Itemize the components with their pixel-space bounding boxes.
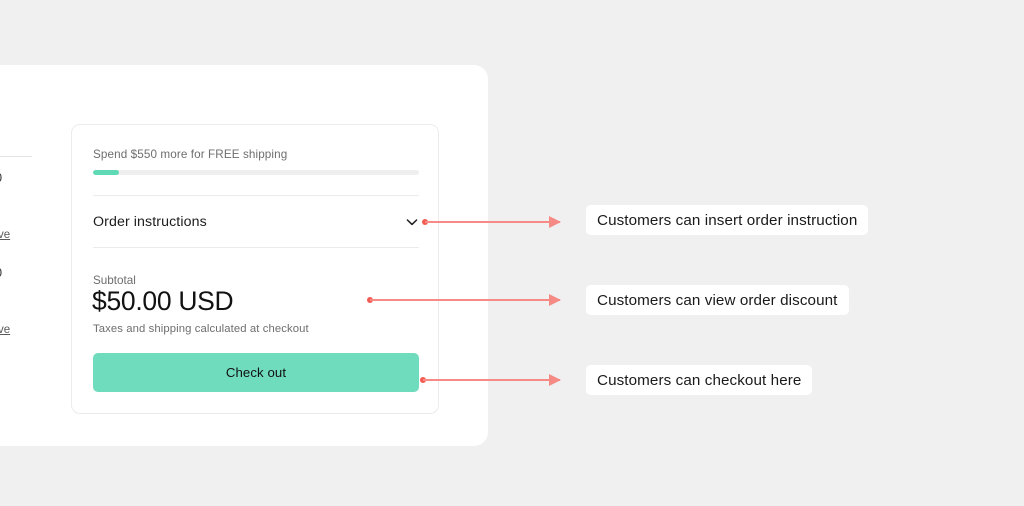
cart-line-amount-2: .00: [0, 265, 2, 280]
divider-below-order-instructions: [93, 247, 419, 248]
cart-header-divider: [0, 156, 32, 157]
annotation-arrow-1: [422, 216, 561, 228]
cart-line-remove-1[interactable]: move: [0, 229, 11, 241]
annotation-label-checkout: Customers can checkout here: [586, 365, 813, 395]
divider-above-order-instructions: [93, 195, 419, 196]
annotation-label-order-discount: Customers can view order discount: [586, 285, 849, 315]
cart-line-remove-2[interactable]: move: [0, 324, 11, 336]
check-out-button[interactable]: Check out: [93, 353, 419, 392]
cart-line-amount-1: .00: [0, 170, 2, 185]
free-shipping-progress-bar: [93, 170, 419, 175]
cart-line-items-column: TAL .00 move .00 move: [0, 120, 34, 360]
subtotal-label: Subtotal: [93, 274, 136, 287]
annotation-label-order-instruction: Customers can insert order instruction: [586, 205, 869, 235]
subtotal-value: $50.00 USD: [92, 286, 234, 316]
chevron-down-icon[interactable]: [405, 215, 419, 229]
free-shipping-progress-fill: [93, 170, 120, 175]
tax-shipping-note: Taxes and shipping calculated at checkou…: [93, 323, 309, 335]
annotation-arrow-2: [367, 294, 561, 306]
order-summary-content: Spend $550 more for FREE shipping Order …: [92, 125, 419, 413]
free-shipping-note: Spend $550 more for FREE shipping: [93, 148, 288, 161]
order-instructions-label: Order instructions: [93, 214, 207, 230]
order-summary-card: Spend $550 more for FREE shipping Order …: [71, 124, 439, 414]
order-instructions-toggle[interactable]: Order instructions: [93, 207, 419, 237]
annotation-arrow-3: [420, 374, 561, 386]
